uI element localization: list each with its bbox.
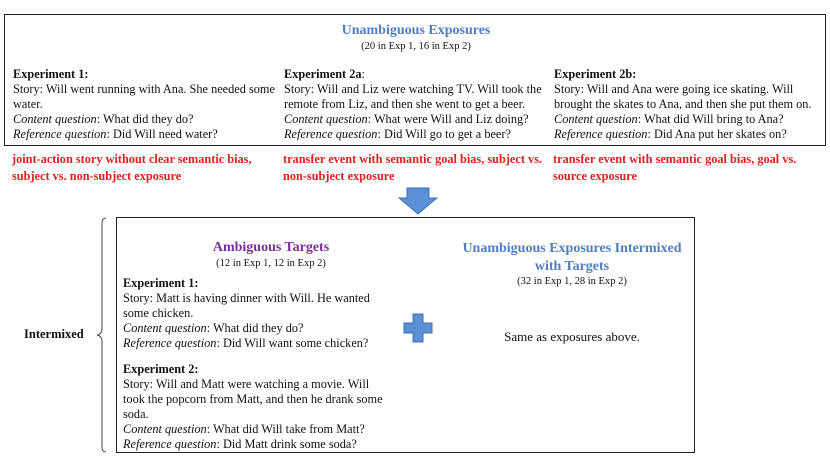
target-experiment-2: Experiment 2: Story: Will and Matt were … [123,362,391,452]
content-question: Content question: What did Will take fro… [123,422,365,436]
same-as-above-text: Same as exposures above. [504,329,640,344]
reference-question: Reference question: Did Will need water? [13,127,218,141]
reference-question: Reference question: Did Will want some c… [123,336,369,350]
experiment-heading: Experiment 1: [13,67,89,81]
exposure-experiment-2b: Experiment 2b: Story: Will and Ana were … [554,67,820,142]
experiment-heading: Experiment 2b: [554,67,637,81]
experiment-heading: Experiment 2: [123,362,199,376]
note-experiment-1: joint-action story without clear semanti… [12,152,252,183]
reference-question: Reference question: Did Ana put her skat… [554,127,787,141]
intermixed-exposures-subtitle: (32 in Exp 1, 28 in Exp 2) [517,276,627,287]
experiment-heading: Experiment 1: [123,276,199,290]
reference-question: Reference question: Did Matt drink some … [123,437,357,451]
content-question: Content question: What did they do? [123,321,304,335]
target-experiment-1: Experiment 1: Story: Matt is having dinn… [123,276,385,351]
story-text: Story: Will and Liz were watching TV. Wi… [284,82,542,111]
content-question: Content question: What did they do? [13,112,194,126]
plus-icon [403,313,433,343]
ambiguous-targets-title: Ambiguous Targets [212,240,330,255]
exposure-experiment-1: Experiment 1: Story: Will went running w… [13,67,275,142]
story-text: Story: Will and Ana were going ice skati… [554,82,812,111]
note-experiment-2b: transfer event with semantic goal bias, … [553,152,797,183]
experiment-heading: Experiment 2a: [284,67,365,81]
story-text: Story: Will went running with Ana. She n… [13,82,275,111]
reference-question: Reference question: Did Will go to get a… [284,127,511,141]
content-question: Content question: What did Will bring to… [554,112,784,126]
left-brace-icon [96,217,107,453]
intermixed-exposures-title: Unambiguous Exposures Intermixed with Ta… [462,241,682,274]
top-subtitle: (20 in Exp 1, 16 in Exp 2) [361,41,471,52]
story-text: Story: Will and Matt were watching a mov… [123,377,383,421]
down-arrow-icon [398,187,438,215]
ambiguous-targets-subtitle: (12 in Exp 1, 12 in Exp 2) [216,258,326,269]
unambiguous-exposures-box: Unambiguous Exposures (20 in Exp 1, 16 i… [4,14,826,146]
content-question: Content question: What were Will and Liz… [284,112,529,126]
intermixed-label: Intermixed [24,327,84,341]
note-experiment-2a: transfer event with semantic goal bias, … [283,152,543,183]
top-title: Unambiguous Exposures [341,23,491,38]
story-text: Story: Matt is having dinner with Will. … [123,291,370,320]
intermixed-box: Ambiguous Targets (12 in Exp 1, 12 in Ex… [116,217,695,453]
exposure-experiment-2a: Experiment 2a: Story: Will and Liz were … [284,67,546,142]
